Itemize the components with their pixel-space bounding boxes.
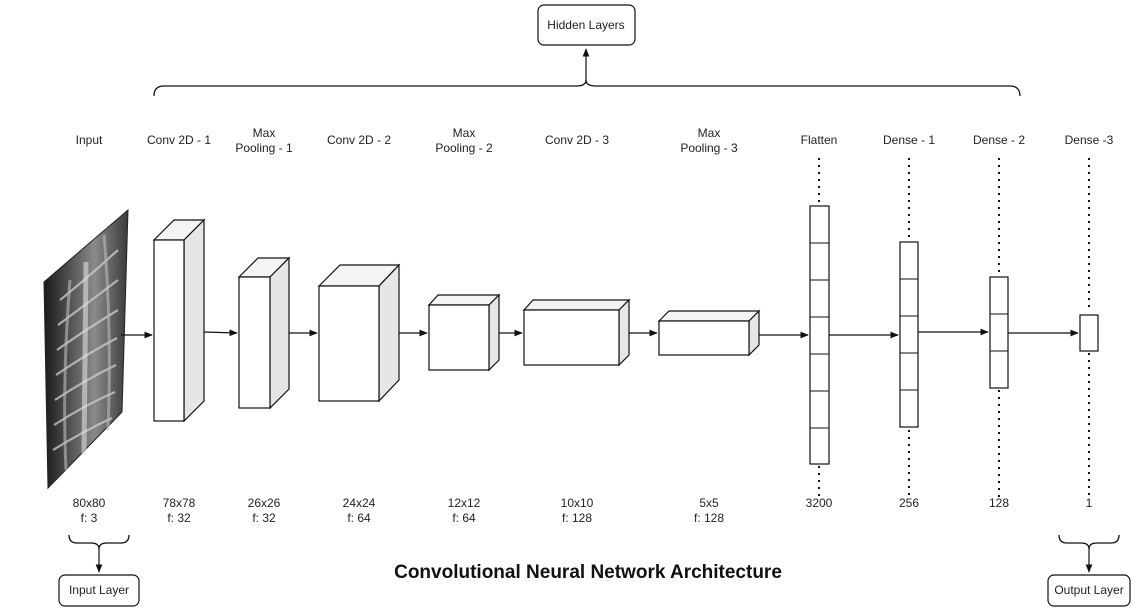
conv2d-3-block <box>522 298 631 367</box>
layer-name-5-line-0: Conv 2D - 3 <box>545 133 609 147</box>
layer-dim-3-line-0: 24x24 <box>343 496 376 510</box>
layer-dim-2-line-0: 26x26 <box>248 496 281 510</box>
maxpool-2-block <box>427 293 501 372</box>
output-layer-label: Output Layer <box>1054 583 1123 597</box>
layer-dim-4-line-0: 12x12 <box>448 496 481 510</box>
hidden-layers-box: Hidden Layers <box>537 4 636 46</box>
layer-dim-0-line-0: 80x80 <box>73 496 106 510</box>
dense-2-column <box>989 276 1009 389</box>
output-layer-brace <box>1058 534 1120 550</box>
layer-dim-6-line-1: f: 128 <box>694 511 724 525</box>
layer-dim-5-line-1: f: 128 <box>562 511 592 525</box>
maxpool-3-block <box>657 309 761 357</box>
layer-dim-10-line-0: 1 <box>1086 496 1093 510</box>
layer-name-8-line-0: Dense - 1 <box>883 133 935 147</box>
layer-name-0-line-0: Input <box>76 133 103 147</box>
conv2d-2-block <box>317 263 401 403</box>
input-layer-brace <box>68 534 130 550</box>
layer-name-4-line-0: Max <box>453 126 476 140</box>
layer-dim-3-line-1: f: 64 <box>347 511 371 525</box>
diagram-title: Convolutional Neural Network Architectur… <box>394 562 782 583</box>
maxpool-1-block <box>237 256 291 410</box>
layer-dim-0-line-1: f: 3 <box>81 511 98 525</box>
layer-name-6-line-1: Pooling - 3 <box>680 141 738 155</box>
hidden-layers-label: Hidden Layers <box>547 18 624 32</box>
dense-3-column <box>1079 314 1099 352</box>
layer-dim-6-line-0: 5x5 <box>699 496 719 510</box>
layer-name-1-line-0: Conv 2D - 1 <box>147 133 211 147</box>
flatten-column <box>809 205 830 465</box>
xray-input-image <box>43 208 129 490</box>
layer-name-3-line-0: Conv 2D - 2 <box>327 133 391 147</box>
layer-dim-5-line-0: 10x10 <box>561 496 594 510</box>
layer-name-4-line-1: Pooling - 2 <box>435 141 493 155</box>
layer-name-9-line-0: Dense - 2 <box>973 133 1025 147</box>
layer-name-2-line-1: Pooling - 1 <box>235 141 293 155</box>
input-layer-label: Input Layer <box>69 583 129 597</box>
layer-dim-7-line-0: 3200 <box>806 496 833 510</box>
layer-name-6-line-0: Max <box>698 126 721 140</box>
layer-name-7-line-0: Flatten <box>801 133 838 147</box>
layer-name-10-line-0: Dense -3 <box>1065 133 1114 147</box>
input-layer-box: Input Layer <box>58 574 140 607</box>
output-layer-box: Output Layer <box>1047 574 1131 607</box>
layer-dim-2-line-1: f: 32 <box>252 511 276 525</box>
layer-dim-8-line-0: 256 <box>899 496 919 510</box>
arrow-conv1-to-pool1 <box>203 329 238 337</box>
layer-dim-4-line-1: f: 64 <box>452 511 476 525</box>
hidden-layers-brace <box>153 79 1021 97</box>
conv2d-1-block <box>152 218 206 423</box>
dense-1-column <box>899 241 919 428</box>
layer-dim-9-line-0: 128 <box>989 496 1009 510</box>
layer-dim-1-line-0: 78x78 <box>163 496 196 510</box>
layer-name-2-line-0: Max <box>253 126 276 140</box>
layer-dim-1-line-1: f: 32 <box>167 511 191 525</box>
